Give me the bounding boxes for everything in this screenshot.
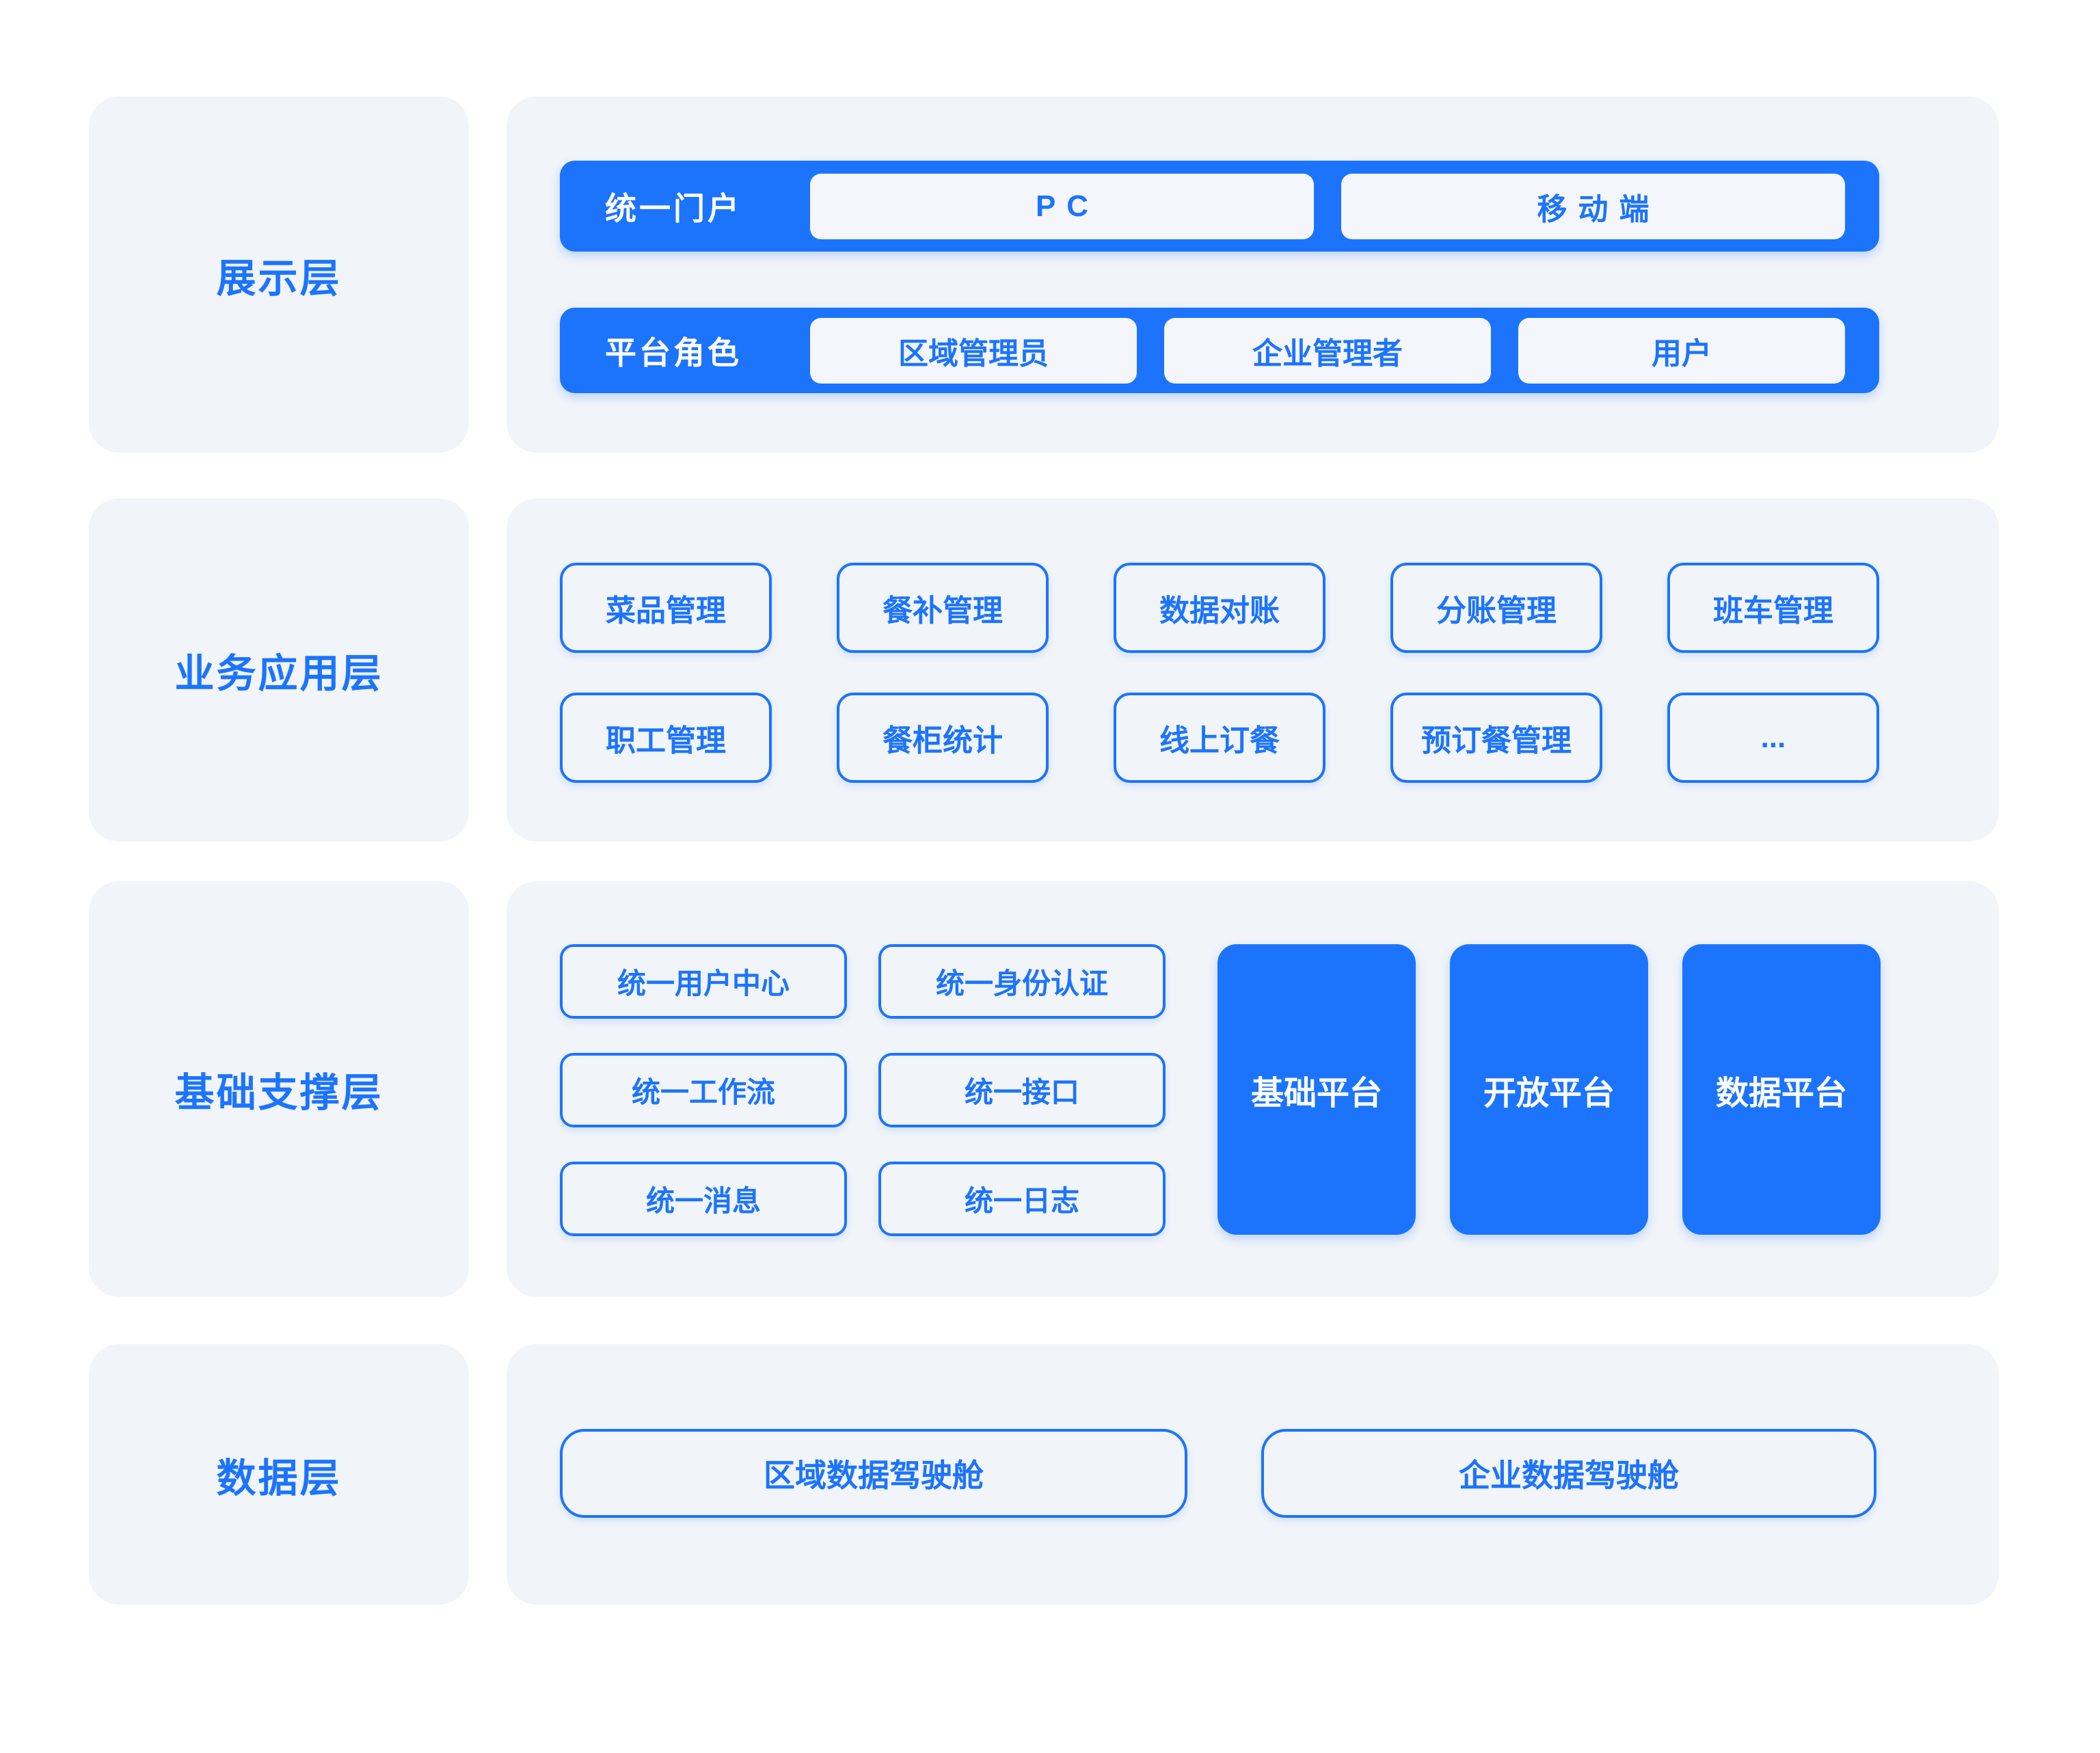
data-layer-label-panel: 数据层 (89, 1344, 469, 1605)
business-module-row-2: 职工管理 餐柜统计 线上订餐 预订餐管理 ... (560, 693, 1879, 783)
role-items: 区域管理员 企业管理者 用户 (810, 317, 1845, 384)
module-box-more-ellipsis: ... (1667, 693, 1879, 783)
cockpit-region-data: 区域数据驾驶舱 (560, 1429, 1187, 1518)
foundation-services-grid: 统一用户中心 统一身份认证 统一工作流 统一接口 统一消息 统一日志 (560, 944, 1166, 1236)
module-box-data-reconciliation: 数据对账 (1114, 563, 1325, 653)
module-box-shuttle-management: 班车管理 (1667, 563, 1879, 653)
module-box-meal-reservation: 预订餐管理 (1390, 693, 1602, 783)
platform-roles-title: 平台角色 (605, 334, 742, 371)
foundation-platforms: 基础平台 开放平台 数据平台 (1217, 944, 1881, 1236)
business-module-row-1: 菜品管理 餐补管理 数据对账 分账管理 班车管理 (560, 563, 1879, 653)
platform-basic: 基础平台 (1217, 944, 1416, 1235)
unified-portal-bar: 统一门户 PC 移动端 (560, 161, 1879, 252)
architecture-diagram: 展示层 统一门户 PC 移动端 平台角色 区域管理员 企业管理者 用户 (89, 96, 1999, 1605)
platform-data: 数据平台 (1682, 944, 1881, 1235)
module-box-dish-management: 菜品管理 (560, 563, 772, 653)
unified-portal-title: 统一门户 (605, 190, 742, 226)
module-box-staff-management: 职工管理 (560, 693, 772, 783)
module-box-ledger-split: 分账管理 (1390, 563, 1602, 653)
foundation-panel: 统一用户中心 统一身份认证 统一工作流 统一接口 统一消息 统一日志 基础平台 … (507, 881, 1999, 1297)
module-box-meal-cabinet-stats: 餐柜统计 (837, 693, 1049, 783)
role-item-user: 用户 (1518, 317, 1845, 384)
service-box-identity-auth: 统一身份认证 (878, 944, 1166, 1019)
module-box-online-ordering: 线上订餐 (1114, 693, 1325, 783)
portal-item-mobile: 移动端 (1341, 173, 1845, 239)
module-box-meal-subsidy: 餐补管理 (837, 563, 1049, 653)
business-layer-label-panel: 业务应用层 (89, 498, 469, 842)
presentation-panel: 统一门户 PC 移动端 平台角色 区域管理员 企业管理者 用户 (507, 96, 1999, 453)
presentation-layer-label: 展示层 (216, 256, 342, 301)
business-layer-label: 业务应用层 (174, 652, 383, 696)
platform-open: 开放平台 (1450, 944, 1648, 1235)
cockpit-enterprise-data: 企业数据驾驶舱 (1261, 1429, 1876, 1518)
service-box-user-center: 统一用户中心 (560, 944, 847, 1019)
role-item-enterprise-manager: 企业管理者 (1164, 317, 1491, 384)
service-box-message: 统一消息 (560, 1162, 847, 1236)
platform-roles-bar: 平台角色 区域管理员 企业管理者 用户 (560, 308, 1879, 393)
foundation-layer-label-panel: 基础支撑层 (89, 881, 469, 1297)
service-box-log: 统一日志 (878, 1162, 1166, 1236)
layer-row-business: 业务应用层 菜品管理 餐补管理 数据对账 分账管理 班车管理 职工管理 餐柜统计… (89, 498, 1999, 842)
portal-item-pc: PC (810, 173, 1314, 239)
data-panel: 区域数据驾驶舱 企业数据驾驶舱 (507, 1344, 1999, 1605)
data-layer-label: 数据层 (216, 1456, 342, 1501)
service-box-api: 统一接口 (878, 1053, 1166, 1127)
presentation-layer-label-panel: 展示层 (89, 96, 469, 453)
role-item-region-admin: 区域管理员 (810, 317, 1137, 384)
service-box-workflow: 统一工作流 (560, 1053, 847, 1127)
data-cockpit-row: 区域数据驾驶舱 企业数据驾驶舱 (560, 1429, 1879, 1518)
business-panel: 菜品管理 餐补管理 数据对账 分账管理 班车管理 职工管理 餐柜统计 线上订餐 … (507, 498, 1999, 842)
layer-row-presentation: 展示层 统一门户 PC 移动端 平台角色 区域管理员 企业管理者 用户 (89, 96, 1999, 453)
foundation-content: 统一用户中心 统一身份认证 统一工作流 统一接口 统一消息 统一日志 基础平台 … (560, 944, 1881, 1236)
layer-row-data: 数据层 区域数据驾驶舱 企业数据驾驶舱 (89, 1344, 1999, 1605)
foundation-layer-label: 基础支撑层 (174, 1071, 383, 1115)
portal-items: PC 移动端 (810, 173, 1845, 239)
layer-row-foundation: 基础支撑层 统一用户中心 统一身份认证 统一工作流 统一接口 统一消息 统一日志… (89, 881, 1999, 1297)
